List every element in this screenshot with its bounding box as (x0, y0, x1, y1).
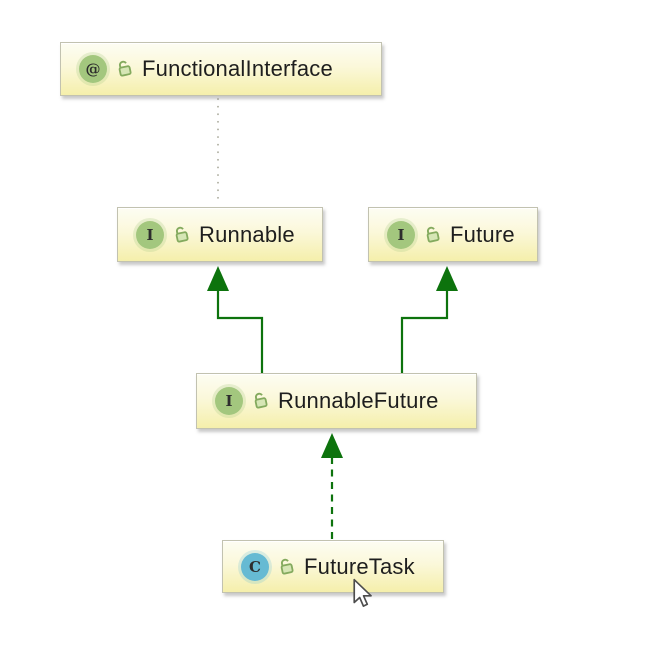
annotation-icon: @ (79, 55, 107, 83)
open-lock-icon (276, 555, 296, 576)
interface-icon: I (387, 220, 415, 249)
node-runnable[interactable]: I Runnable (117, 207, 323, 262)
class-icon: C (241, 552, 269, 581)
node-label: Future (450, 221, 515, 247)
arrowhead-runnable (207, 266, 229, 291)
open-lock-icon (171, 223, 191, 244)
node-runnablefuture[interactable]: I RunnableFuture (196, 373, 477, 429)
node-label: Runnable (199, 221, 295, 247)
node-label: RunnableFuture (278, 388, 439, 413)
node-futuretask[interactable]: C FutureTask (222, 540, 444, 593)
arrowhead-runnablefuture (321, 433, 343, 458)
edge-extends-runnable[interactable] (207, 266, 264, 373)
node-label: FutureTask (304, 553, 415, 579)
arrowhead-future (436, 266, 458, 291)
open-lock-icon (422, 223, 442, 244)
node-functionalinterface[interactable]: @ FunctionalInterface (60, 42, 382, 96)
node-label: FunctionalInterface (142, 56, 333, 81)
interface-icon: I (136, 220, 164, 249)
node-future[interactable]: I Future (368, 207, 538, 262)
open-lock-icon (250, 389, 270, 410)
open-lock-icon (114, 57, 134, 78)
interface-icon: I (215, 387, 243, 415)
edge-extends-future[interactable] (400, 266, 458, 373)
edge-implements-runnablefuture[interactable] (321, 433, 343, 539)
mouse-cursor-icon (353, 578, 372, 607)
